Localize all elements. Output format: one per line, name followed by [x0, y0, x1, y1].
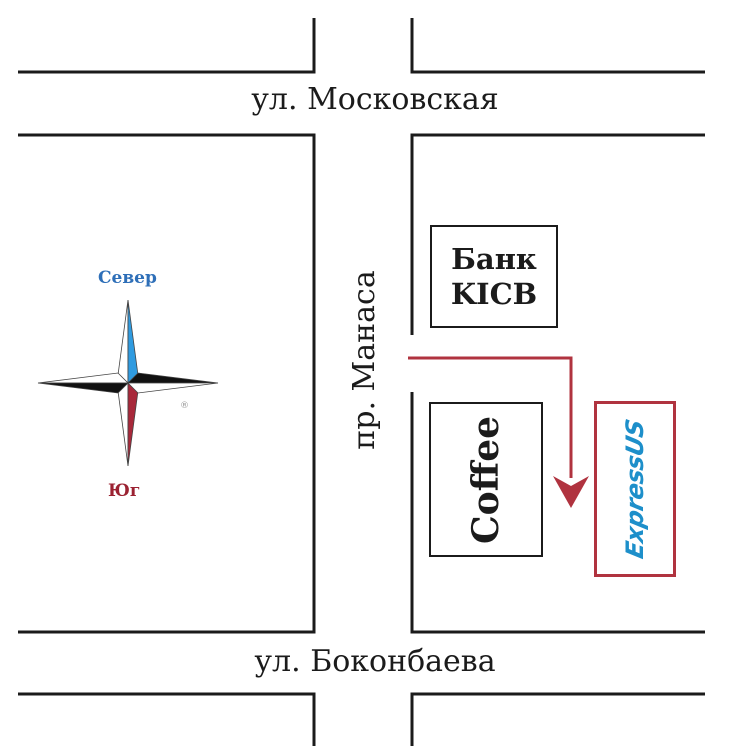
- coffee-label: Coffee: [465, 415, 507, 544]
- block-outline-middle-right-upper: [410, 133, 705, 335]
- bank-kicb-building: Банк KICB: [430, 225, 558, 328]
- coffee-building: Coffee: [429, 402, 543, 557]
- block-outline-bottom-right: [410, 692, 705, 746]
- registered-mark: ®: [180, 401, 189, 411]
- bank-label-line2: KICB: [450, 276, 538, 311]
- street-label-moskovskaya: ул. Московская: [251, 82, 499, 117]
- block-outline-bottom-left: [18, 692, 316, 746]
- bank-label-line1: Банк: [451, 241, 537, 276]
- street-label-manasa: пр. Манаса: [347, 270, 382, 450]
- compass-north-label: Север: [98, 268, 157, 288]
- block-outline-top-left: [18, 18, 316, 74]
- block-outline-middle-left: [18, 133, 316, 634]
- compass-south-label: Юг: [108, 481, 141, 501]
- route-arrow-icon: [408, 356, 589, 508]
- expressus-building: ExpressUS: [594, 401, 676, 577]
- expressus-logo: ExpressUS: [621, 417, 649, 561]
- compass-rose-icon: [37, 299, 219, 467]
- block-outline-top-right: [410, 18, 705, 74]
- block-outline-middle-right-lower: [410, 392, 705, 634]
- street-label-bokonbaeva: ул. Боконбаева: [254, 644, 496, 679]
